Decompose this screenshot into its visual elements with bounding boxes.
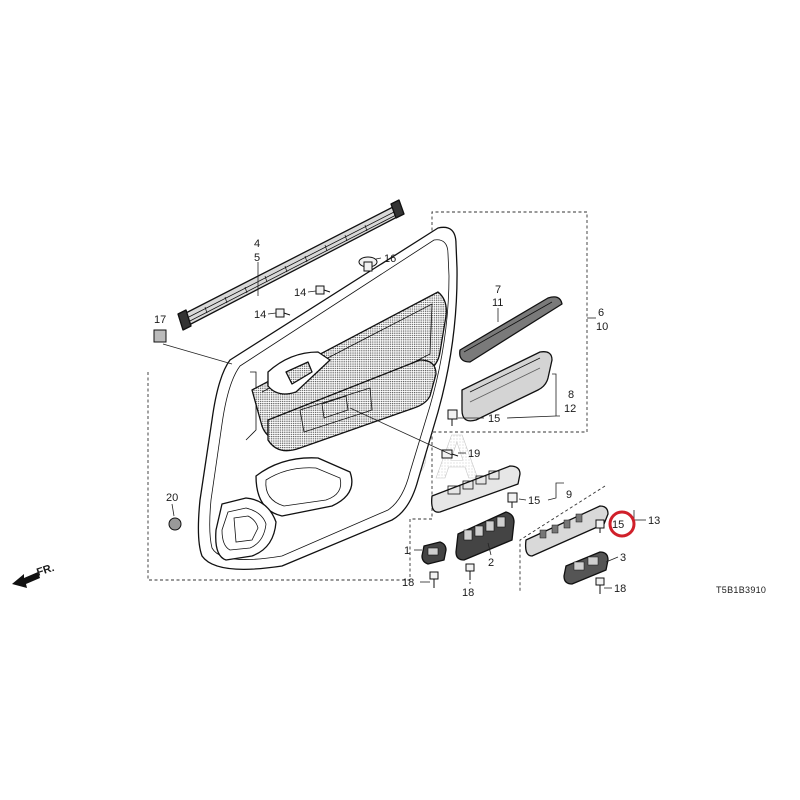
- callout-10: 10: [596, 321, 608, 333]
- callout-5: 5: [254, 252, 260, 264]
- callout-6: 6: [598, 307, 604, 319]
- upper-garnish: [459, 296, 563, 363]
- clip-15-passenger-icon: [595, 519, 605, 533]
- callout-17: 17: [154, 314, 166, 326]
- door-lining-panel: [197, 226, 458, 570]
- callout-7: 7: [495, 284, 501, 296]
- switch-panel-garnish: [431, 465, 521, 513]
- clip-16-icon: [358, 256, 378, 272]
- callout-18-left: 18: [402, 577, 414, 589]
- screw-18-right-icon: [595, 577, 605, 594]
- screw-18-left-icon: [429, 571, 439, 588]
- passenger-switch-garnish: [524, 505, 609, 557]
- callout-9: 9: [566, 489, 572, 501]
- highlight-ring: [608, 510, 636, 538]
- callout-14-upper: 14: [294, 287, 306, 299]
- screw-19-icon: [441, 449, 459, 459]
- assembly-bracket-6-10: [147, 211, 596, 581]
- callout-20: 20: [166, 492, 178, 504]
- clip-14-lower-icon: [275, 308, 291, 318]
- callout-14-lower: 14: [254, 309, 266, 321]
- callout-labels: 4 5 16 14 14 17 7 11 6 10 8 12 15 19 9 1…: [154, 238, 660, 599]
- fasteners: [153, 256, 605, 594]
- callout-8: 8: [568, 389, 574, 401]
- callout-18-middle: 18: [462, 587, 474, 599]
- front-direction-indicator: FR.: [12, 562, 56, 588]
- outer-weatherstrip: [177, 199, 405, 331]
- grommet-20-icon: [168, 517, 182, 531]
- callout-19: 19: [468, 448, 480, 460]
- callout-3: 3: [620, 552, 626, 564]
- passenger-switch: [563, 551, 609, 585]
- leader-lines: [162, 257, 646, 589]
- callout-15-passenger: 15: [612, 519, 624, 531]
- diagram-code: T5B1B3910: [716, 585, 766, 595]
- screw-18-middle-icon: [465, 563, 475, 580]
- single-switch: [421, 541, 447, 565]
- clip-14-upper-icon: [315, 285, 331, 295]
- front-direction-label: FR.: [35, 562, 56, 579]
- callout-11: 11: [492, 297, 503, 309]
- callout-16: 16: [384, 253, 396, 265]
- callout-15-garnish: 15: [528, 495, 540, 507]
- clip-15-armrest-icon: [447, 409, 458, 426]
- callout-15-armrest: 15: [488, 413, 500, 425]
- switch-bracket-13: [519, 485, 606, 593]
- master-window-switch: [455, 511, 515, 561]
- armrest-cover: [461, 351, 553, 422]
- clip-15-garnish-icon: [507, 492, 518, 508]
- front-arrow-icon: [12, 572, 40, 588]
- callout-12: 12: [564, 403, 576, 415]
- callout-4: 4: [254, 238, 260, 250]
- callout-13: 13: [648, 515, 660, 527]
- callout-1: 1: [404, 545, 410, 557]
- nut-17-icon: [153, 329, 167, 343]
- callout-18-right: 18: [614, 583, 626, 595]
- callout-2: 2: [488, 557, 494, 569]
